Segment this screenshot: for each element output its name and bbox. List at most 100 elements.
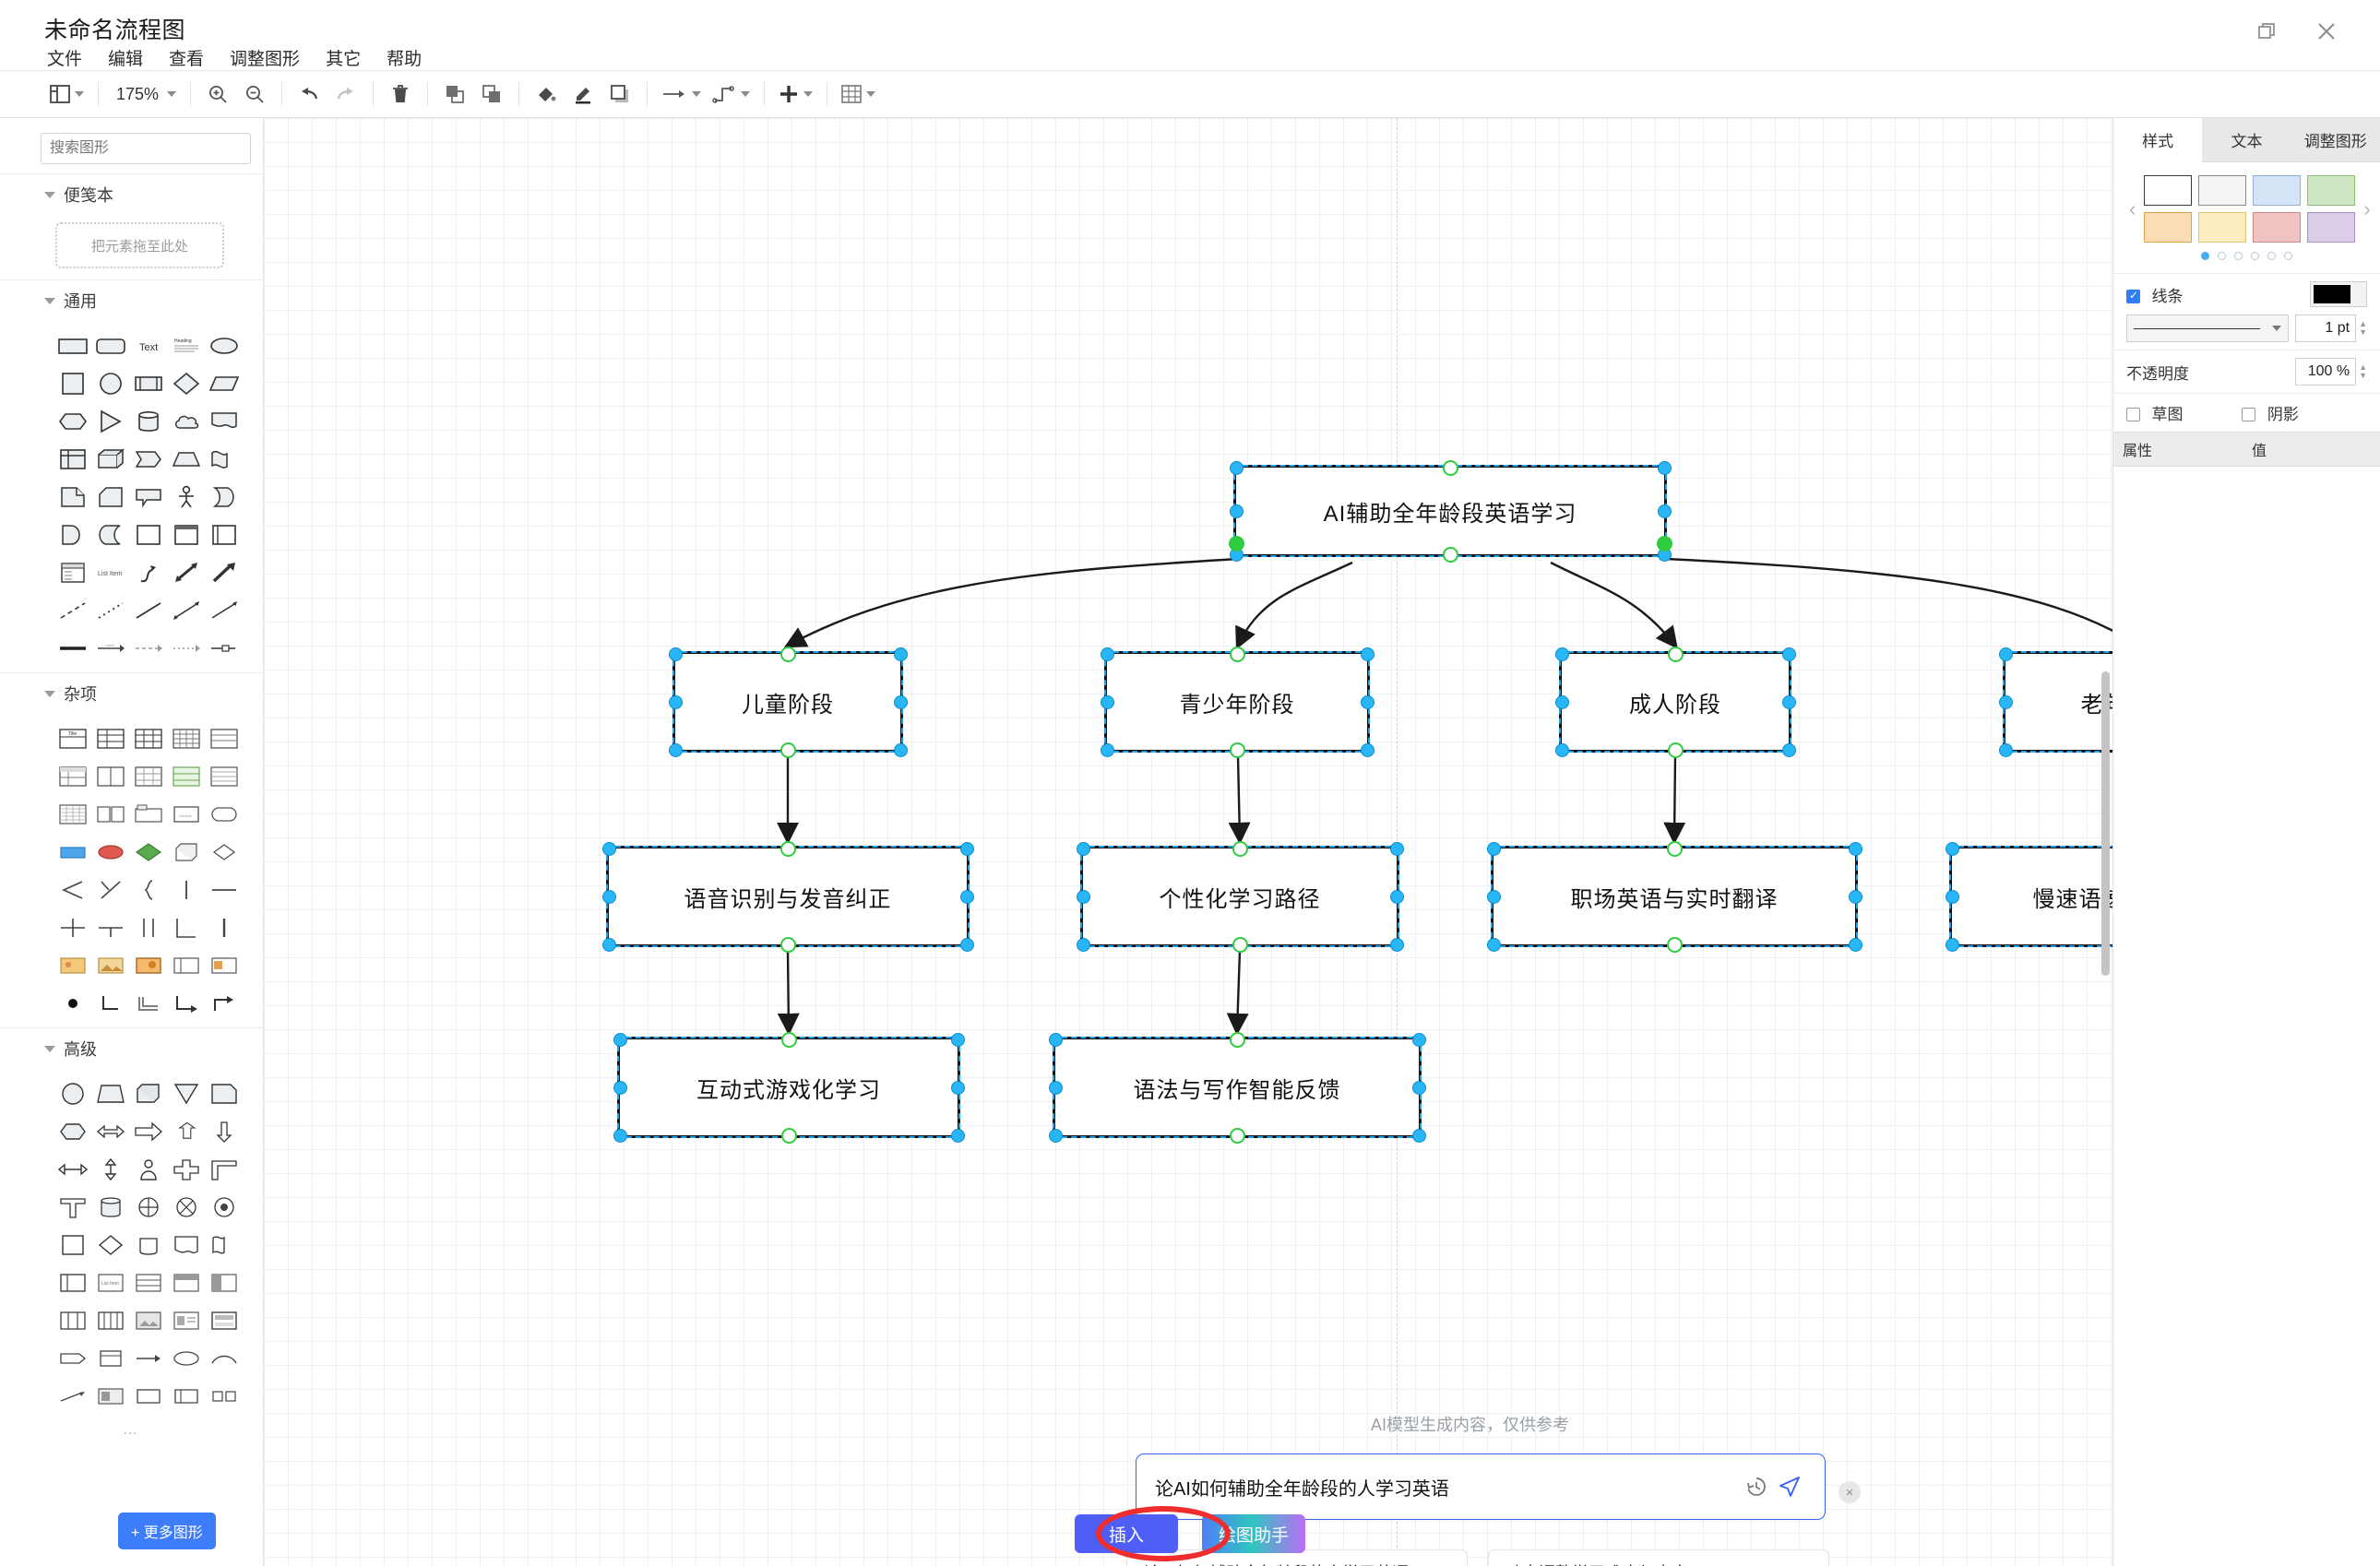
selection-handle[interactable]	[1229, 504, 1244, 518]
shape-hexagon-icon[interactable]	[54, 402, 91, 440]
canvas[interactable]: AI辅助全年龄段英语学习儿童阶段青少年阶段成人阶段老年人阶段语音识别与发音纠正个…	[264, 118, 2112, 1566]
adv-cube-icon[interactable]	[129, 1074, 167, 1112]
diagram-node[interactable]: 慢速语速与重复练习	[1945, 841, 2112, 952]
menu-extras[interactable]: 其它	[326, 50, 362, 69]
selection-handle[interactable]	[1998, 742, 2013, 757]
selection-handle[interactable]	[613, 1128, 627, 1143]
swatch-prev-button[interactable]: ‹	[2129, 196, 2136, 220]
selection-handle[interactable]	[1100, 742, 1114, 757]
adv-corner2-icon[interactable]	[205, 1150, 243, 1188]
misc-vbar-icon[interactable]	[167, 871, 205, 908]
sketch-option[interactable]: 草图	[2126, 401, 2183, 424]
adv-cross-icon[interactable]	[167, 1150, 205, 1188]
ai-prompt-input[interactable]: 论AI如何辅助全年龄段的人学习英语	[1136, 1453, 1826, 1520]
shadow-icon[interactable]	[601, 76, 638, 113]
selection-handle[interactable]	[1389, 937, 1404, 952]
selection-handle[interactable]	[1945, 937, 1959, 952]
selection-handle[interactable]	[1360, 694, 1374, 709]
misc-elbow-arrow2-icon[interactable]	[205, 984, 243, 1022]
diagram-node[interactable]: 语法与写作智能反馈	[1048, 1031, 1426, 1144]
connection-point[interactable]	[1229, 1031, 1245, 1048]
selection-handle[interactable]	[1076, 889, 1090, 904]
misc-grid-icon[interactable]	[129, 719, 167, 757]
line-color-swatch[interactable]	[2310, 281, 2367, 307]
shape-card-icon[interactable]	[91, 478, 129, 516]
misc-greendiamond-icon[interactable]	[129, 833, 167, 871]
line-plain-icon[interactable]	[129, 591, 167, 629]
connection-point[interactable]	[1656, 536, 1672, 552]
adv-box5-icon[interactable]	[129, 1377, 167, 1415]
arrow-style-icon[interactable]	[656, 76, 707, 113]
selection-handle[interactable]	[1848, 889, 1862, 904]
selection-handle[interactable]	[1360, 742, 1374, 757]
swatch-white[interactable]	[2144, 175, 2193, 206]
misc-tabbed-icon[interactable]	[129, 795, 167, 833]
zoom-in-icon[interactable]	[199, 76, 236, 113]
misc-vline3-icon[interactable]	[205, 908, 243, 946]
misc-vline2-icon[interactable]	[129, 908, 167, 946]
misc-dot-icon[interactable]	[54, 984, 91, 1022]
selection-handle[interactable]	[1411, 1080, 1426, 1095]
diagram-node[interactable]: AI辅助全年龄段英语学习	[1228, 459, 1672, 563]
selection-handle[interactable]	[959, 937, 974, 952]
selection-handle[interactable]	[1486, 889, 1501, 904]
menu-help[interactable]: 帮助	[387, 50, 422, 69]
swatch-red[interactable]	[2253, 212, 2302, 243]
selection-handle[interactable]	[1389, 889, 1404, 904]
selection-handle[interactable]	[959, 889, 974, 904]
diagram-node[interactable]: 个性化学习路径	[1076, 840, 1404, 953]
adv-down-arrow-icon[interactable]	[205, 1112, 243, 1150]
selection-handle[interactable]	[1076, 937, 1090, 952]
misc-cube2-icon[interactable]	[167, 833, 205, 871]
shape-chevron-icon[interactable]	[129, 440, 167, 478]
line-dashed-icon[interactable]	[54, 591, 91, 629]
misc-elbow-icon[interactable]	[91, 984, 129, 1022]
adv-columns-icon[interactable]	[54, 1301, 91, 1339]
selection-handle[interactable]	[613, 1032, 627, 1047]
selection-handle[interactable]	[1389, 841, 1404, 856]
connection-point[interactable]	[1232, 936, 1248, 953]
line-style-select[interactable]	[2126, 314, 2290, 342]
shadow-checkbox[interactable]	[2242, 408, 2256, 421]
misc-rowtable-icon[interactable]	[205, 719, 243, 757]
selection-handle[interactable]	[1486, 937, 1501, 952]
selection-handle[interactable]	[893, 647, 908, 661]
section-scratchpad[interactable]: 便笺本	[0, 173, 263, 215]
selection-handle[interactable]	[1945, 889, 1959, 904]
adv-tee-icon[interactable]	[54, 1188, 91, 1226]
line-labeled-arrow-icon[interactable]: Label	[91, 629, 129, 667]
misc-matrix-icon[interactable]	[129, 757, 167, 795]
selection-handle[interactable]	[601, 889, 616, 904]
shape-sidebarbox-icon[interactable]	[205, 516, 243, 553]
line-arrow-icon[interactable]	[205, 591, 243, 629]
selection-handle[interactable]	[950, 1080, 965, 1095]
swatch-page-dot[interactable]	[2201, 252, 2209, 260]
adv-columns2-icon[interactable]	[91, 1301, 129, 1339]
shape-double-arrow-icon[interactable]	[167, 553, 205, 591]
drawing-assistant-button[interactable]: 绘图助手	[1202, 1514, 1305, 1553]
selection-handle[interactable]	[668, 694, 683, 709]
connection-point[interactable]	[779, 936, 796, 953]
close-window-icon[interactable]	[2314, 18, 2339, 44]
connection-point[interactable]	[1229, 741, 1245, 758]
line-dotted-arrow-icon[interactable]	[167, 629, 205, 667]
misc-genericbox-icon[interactable]: Generic	[167, 795, 205, 833]
redo-icon[interactable]	[327, 76, 364, 113]
line-color-icon[interactable]	[565, 76, 601, 113]
selection-handle[interactable]	[950, 1128, 965, 1143]
selection-handle[interactable]	[1554, 742, 1569, 757]
selection-handle[interactable]	[1781, 742, 1796, 757]
insert-plus-icon[interactable]	[773, 76, 818, 113]
shape-textbox-icon[interactable]: Heading	[167, 326, 205, 364]
menu-edit[interactable]: 编辑	[108, 50, 144, 69]
connection-point[interactable]	[780, 1127, 797, 1144]
selection-handle[interactable]	[1998, 694, 2013, 709]
adv-cylinder2-icon[interactable]	[91, 1188, 129, 1226]
tab-text[interactable]: 文本	[2202, 118, 2291, 162]
sketch-checkbox[interactable]	[2126, 408, 2140, 421]
swatch-yellow[interactable]	[2198, 212, 2247, 243]
misc-title-icon[interactable]: Title	[54, 719, 91, 757]
adv-thumb4-icon[interactable]	[91, 1377, 129, 1415]
adv-hbidir-icon[interactable]	[54, 1150, 91, 1188]
misc-imglabel-icon[interactable]	[205, 946, 243, 984]
